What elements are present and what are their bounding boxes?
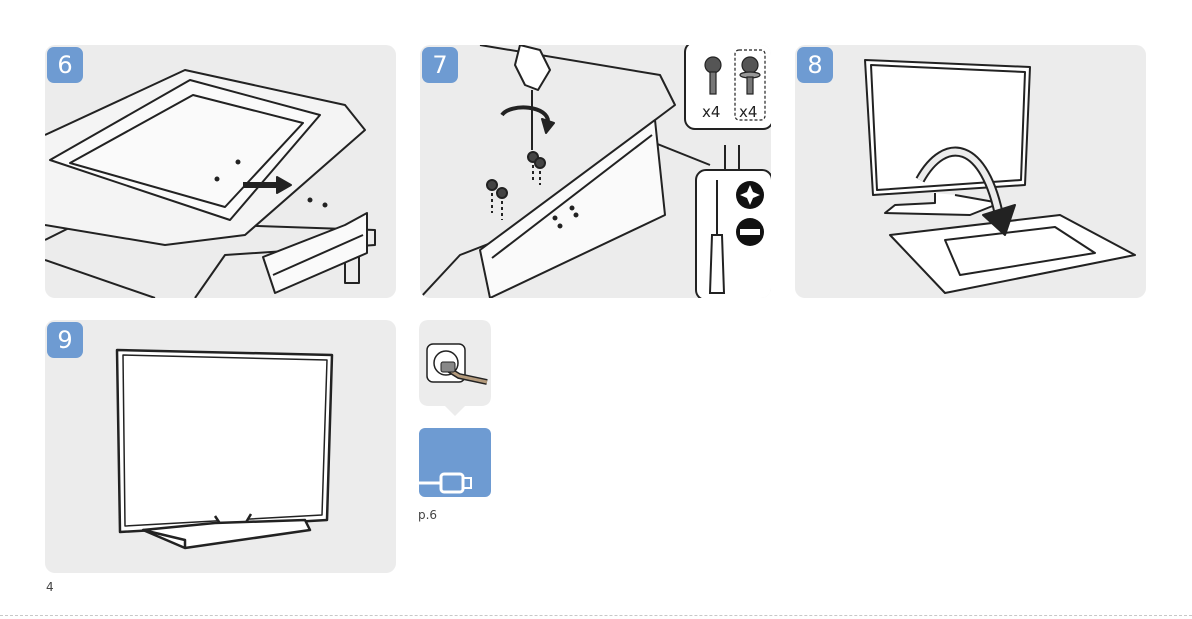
step-6-panel: 6 — [45, 45, 396, 298]
lift-tv-upright-illustration — [795, 45, 1146, 298]
step-6-badge: 6 — [47, 47, 83, 83]
step-7-panel: 7 x4 x4 — [420, 45, 771, 298]
page-edge-divider — [0, 615, 1192, 616]
power-plug-panel — [419, 320, 491, 420]
step-8-badge: 8 — [797, 47, 833, 83]
assembled-tv-illustration — [45, 320, 396, 573]
screw-count-box — [420, 45, 771, 298]
page-number: 4 — [46, 580, 54, 594]
flat-head-icon — [736, 218, 764, 246]
power-plug-icon — [419, 320, 491, 420]
phillips-head-icon — [736, 181, 764, 209]
page-reference[interactable]: p.6 — [418, 508, 437, 522]
cable-connector-icon — [419, 428, 491, 497]
screw-count-b: x4 — [739, 103, 757, 121]
step-9-panel: 9 — [45, 320, 396, 573]
step-8-panel: 8 — [795, 45, 1146, 298]
tv-on-table-attach-stand-illustration — [45, 45, 396, 298]
screw-count-a: x4 — [702, 103, 720, 121]
step-7-badge: 7 — [422, 47, 458, 83]
connect-cable-panel — [419, 428, 491, 497]
step-9-badge: 9 — [47, 322, 83, 358]
